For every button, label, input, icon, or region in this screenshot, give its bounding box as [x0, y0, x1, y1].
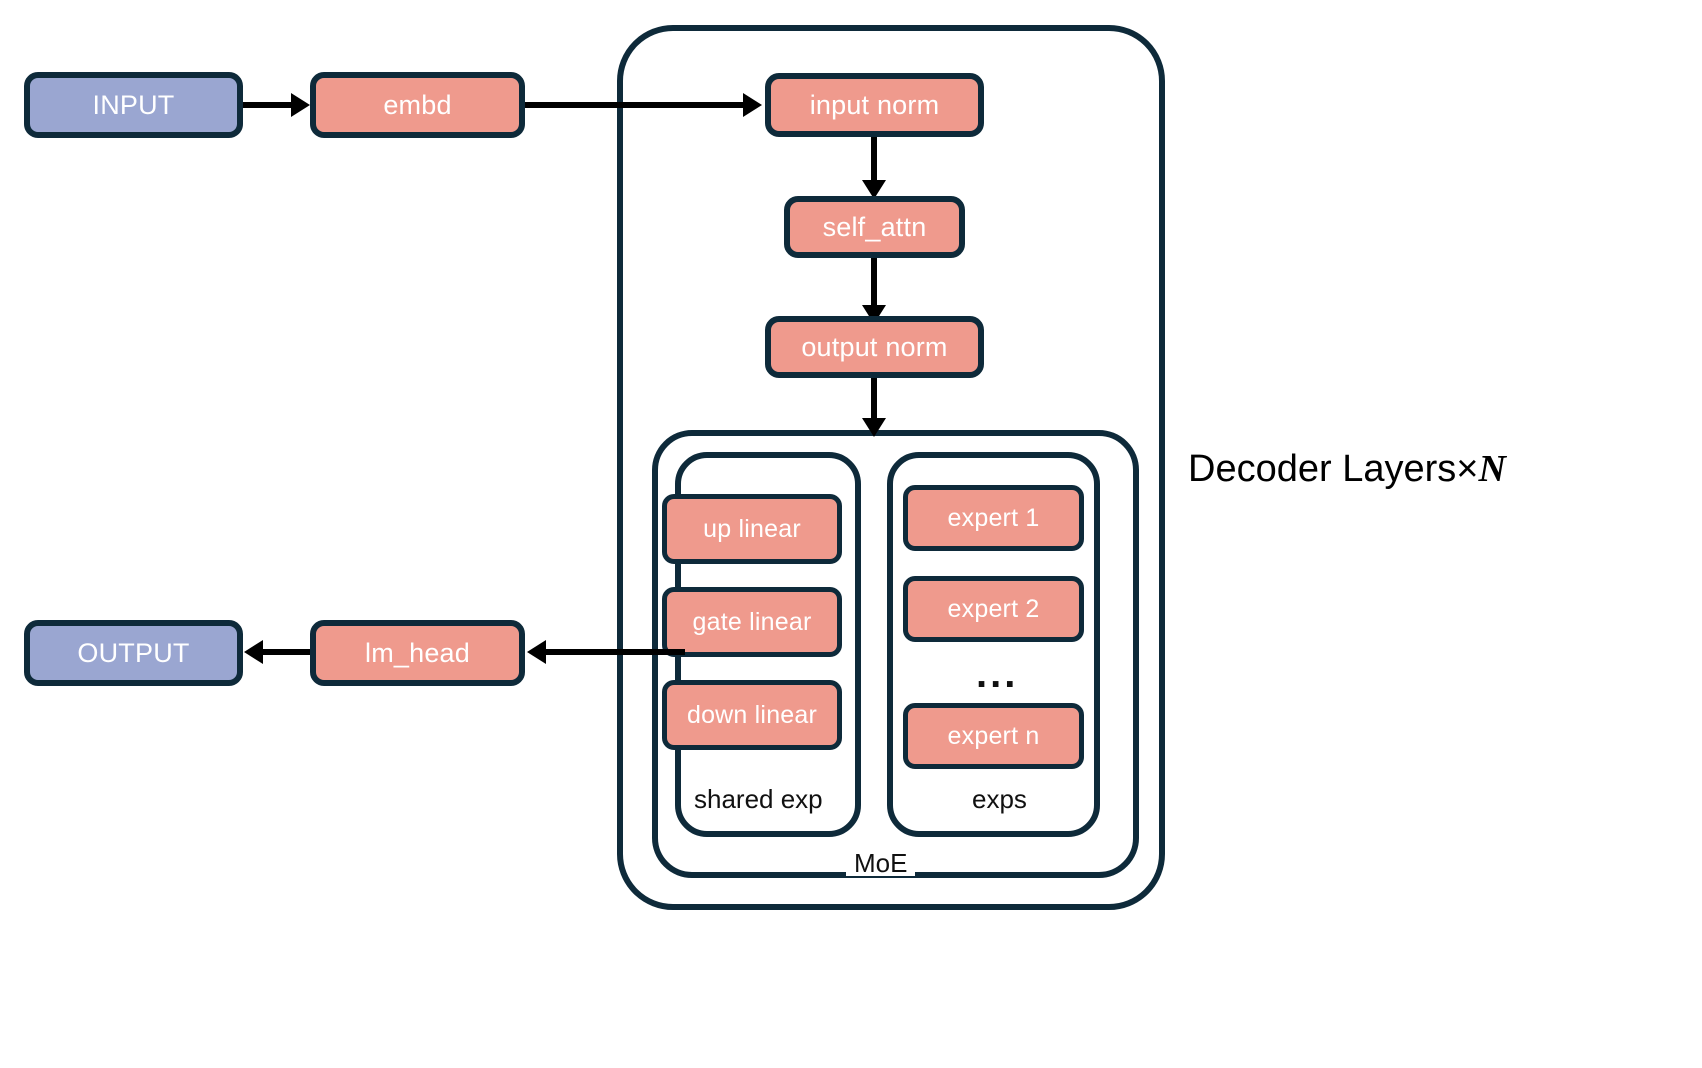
self-attn-node-label: self_attn — [822, 211, 927, 242]
expert-1-node-label: expert 1 — [947, 503, 1040, 532]
lm-head-node[interactable]: lm_head — [310, 620, 525, 686]
lm-head-node-label: lm_head — [365, 637, 470, 668]
down-linear-node-label: down linear — [686, 700, 818, 729]
self-attn-node[interactable]: self_attn — [784, 196, 965, 258]
arrowhead-moe-to-lm-head — [527, 640, 546, 664]
output-norm-node[interactable]: output norm — [765, 316, 984, 378]
decoder-layers-caption-prefix: Decoder Layers× — [1188, 448, 1479, 490]
expert-n-node-label: expert n — [947, 721, 1040, 750]
expert-1-node[interactable]: expert 1 — [903, 485, 1084, 551]
up-linear-node-label: up linear — [703, 514, 801, 543]
moe-label: MoE — [846, 850, 916, 876]
input-node[interactable]: INPUT — [24, 72, 243, 138]
output-norm-node-label: output norm — [801, 331, 948, 362]
arrowhead-lm-head-to-output — [244, 640, 263, 664]
expert-2-node[interactable]: expert 2 — [903, 576, 1084, 642]
input-node-label: INPUT — [92, 89, 175, 120]
down-linear-node[interactable]: down linear — [662, 680, 842, 750]
edge-embd-to-input-norm — [525, 102, 745, 108]
decoder-layers-caption: Decoder Layers×N — [1188, 450, 1506, 488]
expert-ellipsis-label: ... — [976, 652, 1019, 696]
input-norm-node-label: input norm — [809, 89, 940, 120]
edge-input-norm-to-self-attn — [871, 137, 877, 185]
gate-linear-node-label: gate linear — [692, 607, 812, 636]
expert-2-node-label: expert 2 — [947, 594, 1040, 623]
routed-experts-label: exps — [972, 784, 1027, 814]
edge-self-attn-to-output-norm — [871, 258, 877, 310]
gate-linear-node[interactable]: gate linear — [662, 587, 842, 657]
up-linear-node[interactable]: up linear — [662, 494, 842, 564]
output-node[interactable]: OUTPUT — [24, 620, 243, 686]
edge-input-to-embd — [243, 102, 293, 108]
output-node-label: OUTPUT — [77, 637, 190, 668]
embd-node-label: embd — [383, 89, 452, 120]
decoder-layers-count-var: N — [1478, 448, 1506, 490]
edge-moe-to-lm-head — [545, 649, 685, 655]
arrowhead-input-to-embd — [291, 93, 310, 117]
expert-n-node[interactable]: expert n — [903, 703, 1084, 769]
shared-expert-label: shared exp — [694, 784, 823, 814]
input-norm-node[interactable]: input norm — [765, 73, 984, 137]
arrowhead-output-norm-to-moe — [862, 418, 886, 437]
edge-lm-head-to-output — [262, 649, 310, 655]
embd-node[interactable]: embd — [310, 72, 525, 138]
edge-output-norm-to-moe — [871, 378, 877, 426]
decoder-layers-container — [617, 25, 1165, 910]
arrowhead-embd-to-input-norm — [743, 93, 762, 117]
arrowhead-input-norm-to-self-attn — [862, 180, 886, 199]
